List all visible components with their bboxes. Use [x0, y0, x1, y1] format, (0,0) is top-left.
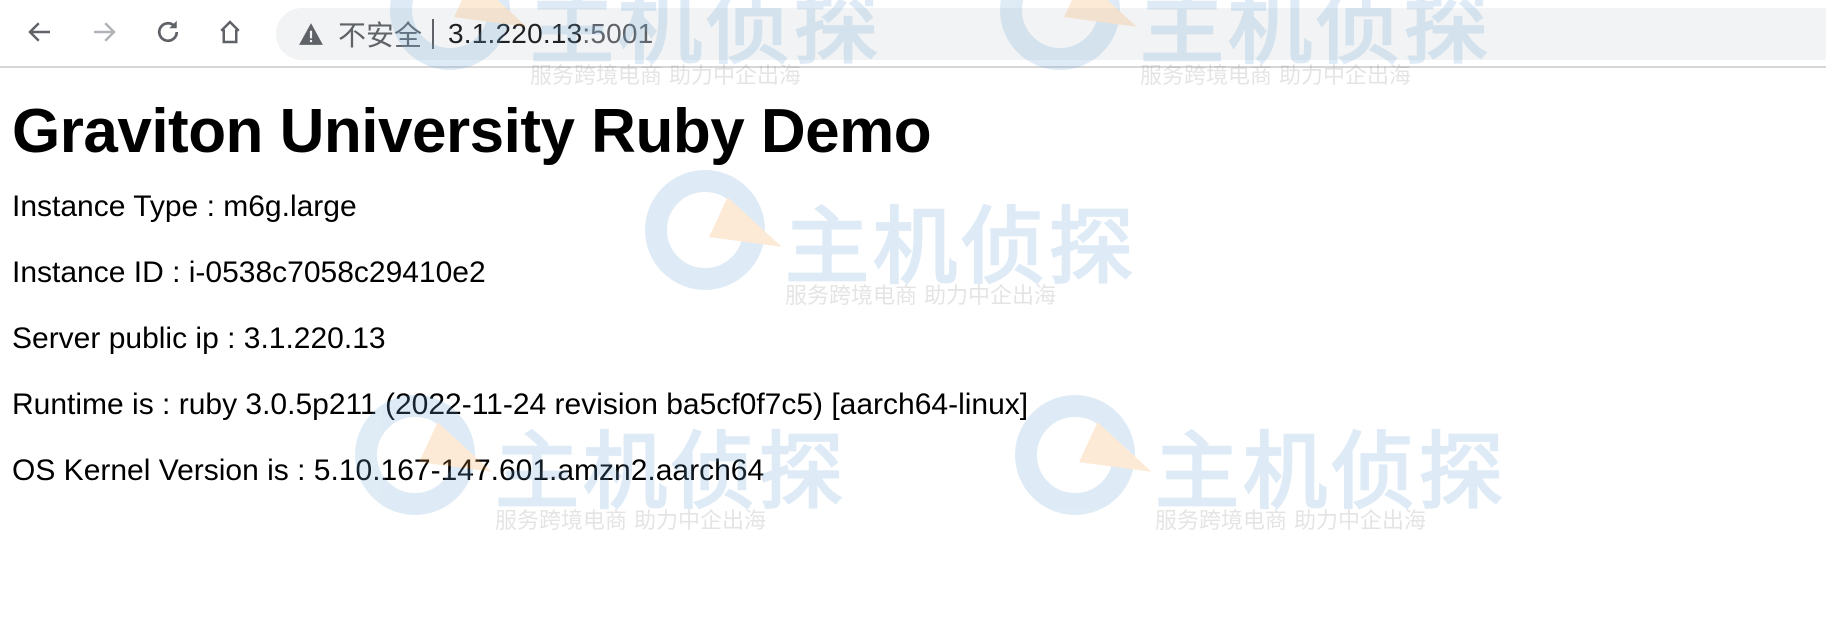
- reload-icon: [157, 20, 179, 43]
- address-bar[interactable]: 不安全 3.1.220.13:5001: [276, 8, 1826, 60]
- watermark-slogan: 服务跨境电商 助力中企出海: [785, 284, 1056, 309]
- reload-button[interactable]: [146, 12, 190, 52]
- back-arrow-icon: [28, 22, 50, 42]
- runtime-line: Runtime is : ruby 3.0.5p211 (2022-11-24 …: [12, 388, 1029, 421]
- watermark-slogan: 服务跨境电商 助力中企出海: [1155, 509, 1426, 534]
- watermark-logo-icon: [1015, 395, 1135, 515]
- divider: [432, 19, 435, 49]
- instance-id-line: Instance ID : i-0538c7058c29410e2: [12, 256, 486, 289]
- watermark-logo-icon: [645, 170, 765, 290]
- home-icon: [220, 20, 240, 44]
- kernel-version-line: OS Kernel Version is : 5.10.167-147.601.…: [12, 454, 765, 487]
- back-button[interactable]: [18, 12, 62, 52]
- instance-type-line: Instance Type : m6g.large: [12, 190, 357, 223]
- warning-triangle-icon[interactable]: [298, 21, 324, 47]
- home-button[interactable]: [208, 12, 252, 52]
- watermark-brand: 主机侦探: [785, 198, 1138, 296]
- forward-arrow-icon: [94, 22, 116, 42]
- url-port: :5001: [582, 18, 654, 49]
- page-title: Graviton University Ruby Demo: [12, 97, 932, 166]
- url-host: 3.1.220.13: [448, 18, 583, 49]
- security-label[interactable]: 不安全: [338, 19, 423, 52]
- browser-toolbar: 不安全 3.1.220.13:5001: [0, 0, 1826, 68]
- watermark-brand: 主机侦探: [1155, 423, 1508, 521]
- watermark-slogan: 服务跨境电商 助力中企出海: [495, 509, 766, 534]
- forward-button[interactable]: [82, 12, 126, 52]
- watermark: 主机侦探 服务跨境电商 助力中企出海: [645, 170, 1133, 310]
- url-text[interactable]: 3.1.220.13:5001: [448, 18, 653, 50]
- watermark: 主机侦探 服务跨境电商 助力中企出海: [1015, 395, 1503, 535]
- public-ip-line: Server public ip : 3.1.220.13: [12, 322, 386, 355]
